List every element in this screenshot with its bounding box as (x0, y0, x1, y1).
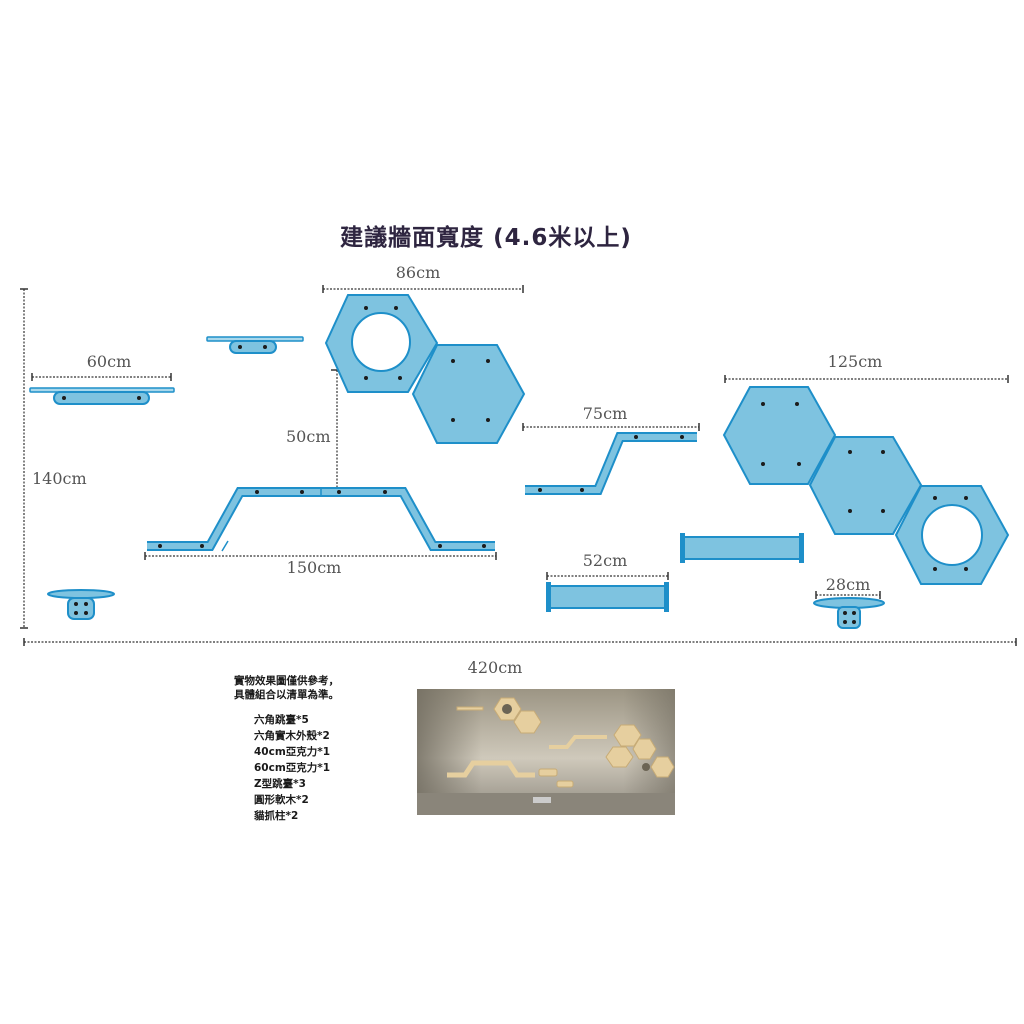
dim-label-60: 60cm (87, 352, 132, 371)
component-item: 六角實木外殼*2 (254, 730, 330, 742)
small-acrylic-shelf (206, 336, 304, 354)
diagram-title: 建議牆面寬度 (4.6米以上) (340, 225, 632, 251)
dim-label-140: 140cm (32, 469, 87, 488)
acrylic-shelf-60 (29, 387, 175, 405)
component-item: 貓抓柱*2 (254, 810, 299, 822)
dim-label-50: 50cm (286, 427, 331, 446)
scratching-post-52 (546, 582, 669, 612)
round-cork-platform-28 (813, 597, 885, 629)
dim-line-50 (331, 369, 343, 492)
dim-label-52: 52cm (583, 551, 628, 570)
dim-line-140 (20, 288, 28, 629)
dim-line-75 (522, 423, 700, 431)
component-list: 六角跳臺*5 六角實木外殼*2 40cm亞克力*1 60cm亞克力*1 Z型跳臺… (254, 712, 330, 824)
reference-photo (417, 689, 675, 815)
dim-label-420: 420cm (468, 658, 523, 677)
disclaimer-note: 實物效果圖僅供參考， 具體組合以清單為準。 (234, 674, 339, 702)
component-item: Z型跳臺*3 (254, 778, 306, 790)
hexagon-triple (722, 386, 1010, 585)
component-item: 圓形軟木*2 (254, 794, 309, 806)
dim-line-28 (815, 591, 881, 599)
z-platform-75 (525, 432, 697, 495)
component-item: 六角跳臺*5 (254, 714, 309, 726)
disclaimer-line-2: 具體組合以清單為準。 (234, 689, 339, 701)
dim-line-60 (31, 373, 172, 381)
dim-label-150: 150cm (287, 558, 342, 577)
dim-line-125 (724, 375, 1009, 383)
dim-label-125: 125cm (828, 352, 883, 371)
trapezoid-platform-150 (147, 487, 495, 552)
component-item: 60cm亞克力*1 (254, 762, 331, 774)
scratching-post-upper (680, 533, 804, 563)
dim-line-52 (546, 572, 669, 580)
disclaimer-line-1: 實物效果圖僅供參考， (234, 675, 339, 687)
round-cork-platform-left (47, 589, 115, 620)
dim-line-150 (144, 552, 497, 560)
dim-line-86 (322, 285, 524, 293)
dim-label-75: 75cm (583, 404, 628, 423)
dim-label-28: 28cm (826, 575, 871, 594)
component-item: 40cm亞克力*1 (254, 746, 331, 758)
hexagon-pair (324, 294, 526, 444)
dim-label-86: 86cm (396, 263, 441, 282)
dim-line-420 (23, 638, 1017, 646)
